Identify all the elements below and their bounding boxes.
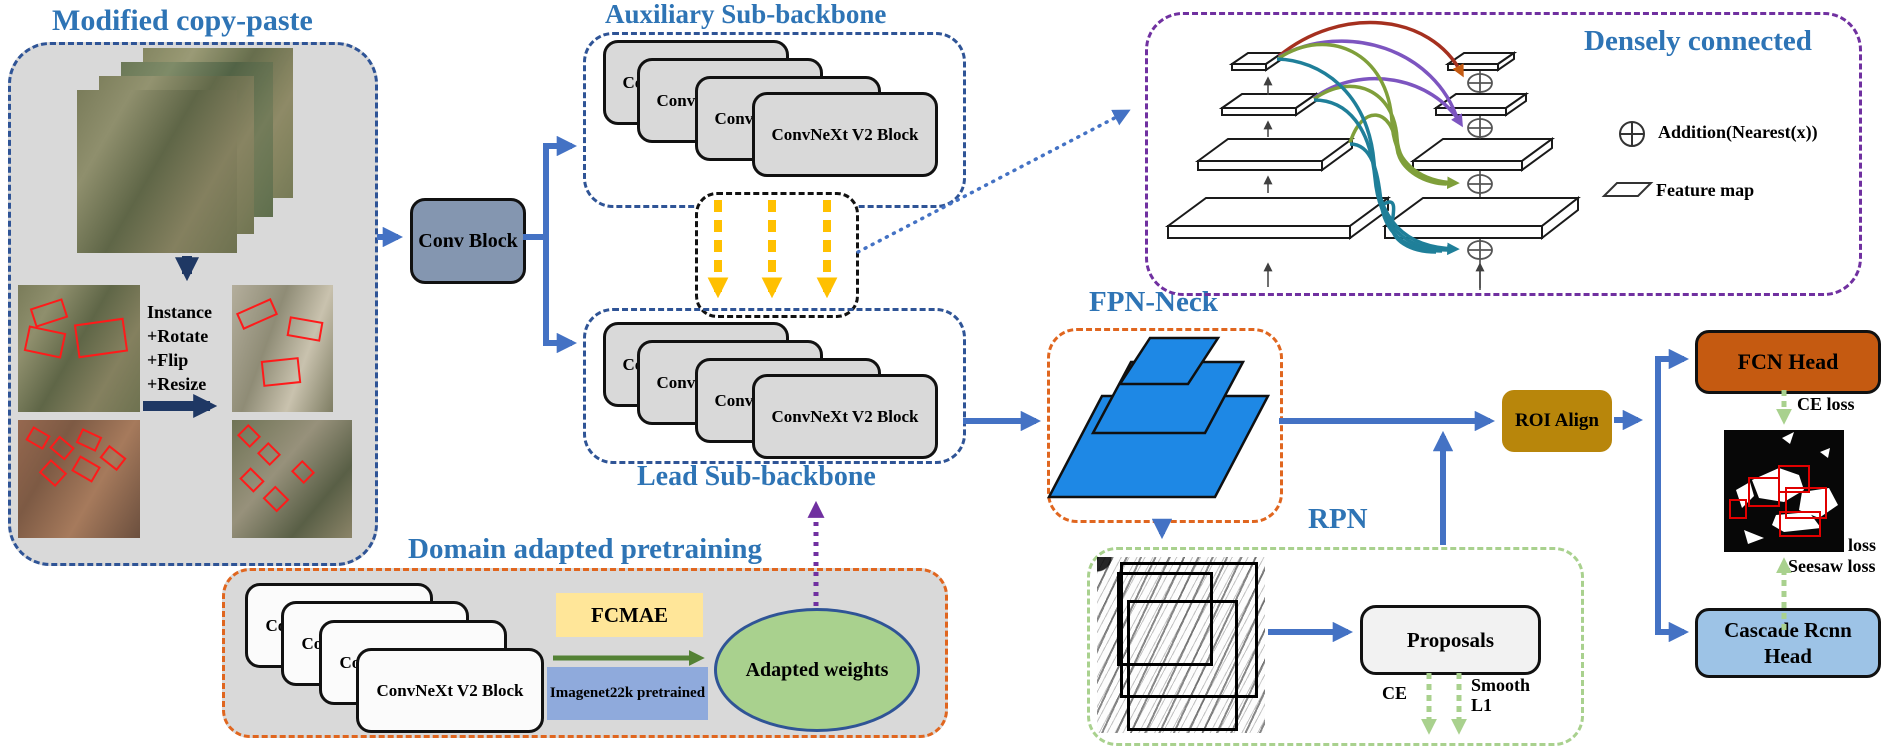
annotation-box bbox=[256, 441, 282, 467]
densely-connected-title: Densely connected bbox=[1584, 25, 1812, 57]
augmentation-line: +Flip bbox=[147, 350, 189, 370]
mask-image-graphic bbox=[1724, 430, 1844, 552]
domain-pretraining-title: Domain adapted pretraining bbox=[408, 533, 762, 565]
lead-subbackbone-box bbox=[583, 308, 966, 464]
annotation-box bbox=[286, 316, 324, 342]
augmented-image-bottomright bbox=[232, 420, 352, 538]
annotation-box bbox=[99, 444, 127, 472]
rpn-title: RPN bbox=[1308, 503, 1368, 535]
annotation-box bbox=[23, 325, 67, 359]
augmentation-line: +Rotate bbox=[147, 326, 209, 346]
annotation-box bbox=[25, 426, 51, 450]
lead-subbackbone-title: Lead Sub-backbone bbox=[637, 461, 876, 492]
convnext-block-card: ConvNeXt V2 Block bbox=[752, 374, 938, 459]
augmentation-label: Instance +Rotate +Flip +Resize bbox=[147, 300, 233, 396]
smooth-l1-label: Smooth L1 bbox=[1471, 675, 1531, 715]
annotation-box bbox=[73, 317, 129, 359]
densely-connected-box bbox=[1145, 12, 1862, 296]
roi-align-box: ROI Align bbox=[1502, 390, 1612, 452]
annotation-box bbox=[236, 423, 262, 449]
annotation-box bbox=[262, 485, 290, 513]
conv-block: Conv Block bbox=[410, 198, 526, 284]
annotation-box bbox=[38, 458, 68, 488]
annotation-box bbox=[235, 298, 279, 330]
annotation-box bbox=[29, 298, 69, 328]
imagenet22k-box: Imagenet22k pretrained bbox=[547, 667, 708, 720]
annotation-box bbox=[260, 357, 302, 387]
mask-prediction-image bbox=[1724, 430, 1844, 552]
convnext-block-card: ConvNeXt V2 Block bbox=[356, 648, 544, 733]
auxiliary-subbackbone-title: Auxiliary Sub-backbone bbox=[605, 0, 887, 29]
aerial-image-stack-front bbox=[77, 90, 237, 253]
anchor-box bbox=[1117, 572, 1213, 666]
augmented-image-bottomleft bbox=[18, 420, 140, 538]
feature-map-legend-label: Feature map bbox=[1656, 180, 1755, 200]
addition-legend-label: Addition(Nearest(x)) bbox=[1658, 122, 1818, 142]
annotation-box bbox=[75, 428, 103, 452]
ce-label: CE bbox=[1382, 683, 1408, 703]
annotation-box bbox=[49, 435, 75, 461]
rpn-feature-image bbox=[1097, 557, 1265, 733]
augmented-image-topright bbox=[232, 285, 333, 412]
convnext-block-card: ConvNeXt V2 Block bbox=[752, 92, 938, 177]
fpn-neck-title: FPN-Neck bbox=[1089, 286, 1218, 318]
fpn-neck-box bbox=[1047, 328, 1283, 523]
loss-label: loss bbox=[1848, 535, 1877, 555]
annotation-box bbox=[290, 459, 316, 485]
augmented-image-topleft bbox=[18, 285, 140, 412]
annotation-box bbox=[239, 467, 265, 493]
annotation-box bbox=[71, 455, 101, 483]
anchor-box bbox=[1120, 562, 1258, 698]
seesaw-loss-label: Seesaw loss bbox=[1788, 556, 1876, 576]
augmentation-line: Instance bbox=[147, 302, 213, 322]
anchor-box bbox=[1127, 600, 1238, 731]
adapted-weights-ellipse: Adapted weights bbox=[714, 608, 920, 732]
proposals-box: Proposals bbox=[1360, 605, 1541, 675]
cascade-rcnn-head-box: Cascade Rcnn Head bbox=[1695, 608, 1881, 678]
ce-loss-label: CE loss bbox=[1797, 394, 1855, 414]
weight-transfer-box bbox=[695, 192, 859, 318]
augmentation-line: +Resize bbox=[147, 374, 207, 394]
fcmae-box: FCMAE bbox=[556, 593, 703, 637]
modified-copy-paste-title: Modified copy-paste bbox=[52, 4, 313, 37]
rpn-box bbox=[1087, 547, 1584, 746]
fcn-head-box: FCN Head bbox=[1695, 330, 1881, 394]
